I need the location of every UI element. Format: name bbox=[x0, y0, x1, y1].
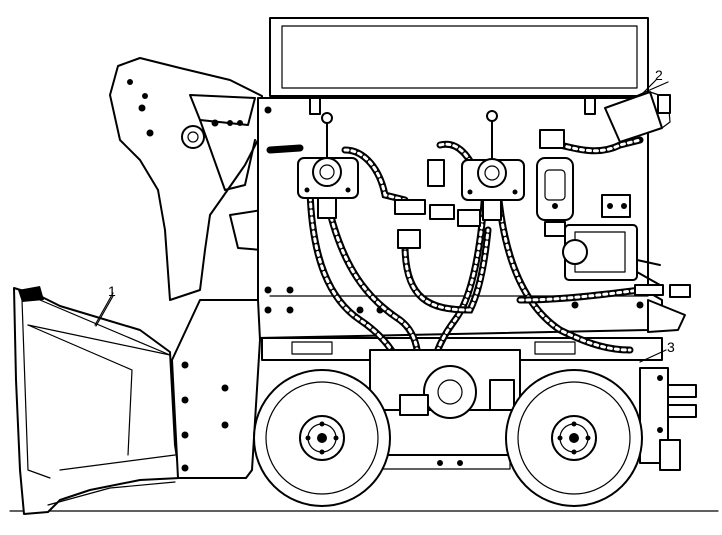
control-box bbox=[604, 81, 671, 143]
boom-arm bbox=[109, 57, 263, 301]
roof-box bbox=[269, 17, 649, 97]
callout-3: 3 bbox=[639, 339, 675, 363]
front-wheel bbox=[253, 369, 391, 507]
rear-coupling bbox=[634, 284, 697, 471]
control-valve-left bbox=[297, 112, 359, 219]
callout-2: 2 bbox=[639, 67, 663, 97]
callout-label-3: 3 bbox=[667, 339, 675, 355]
bucket bbox=[13, 286, 181, 515]
hydraulic-pump bbox=[562, 194, 661, 286]
callout-label-1: 1 bbox=[108, 283, 116, 299]
frame-plate bbox=[171, 299, 261, 479]
drive-motor bbox=[423, 365, 477, 419]
control-valve-right bbox=[461, 110, 525, 221]
callout-label-2: 2 bbox=[655, 67, 663, 83]
rear-wheel bbox=[505, 369, 643, 507]
boom-pivot bbox=[181, 125, 205, 149]
hydraulic-fittings bbox=[309, 97, 596, 249]
filter-canister bbox=[536, 157, 574, 237]
callout-1: 1 bbox=[95, 283, 116, 327]
